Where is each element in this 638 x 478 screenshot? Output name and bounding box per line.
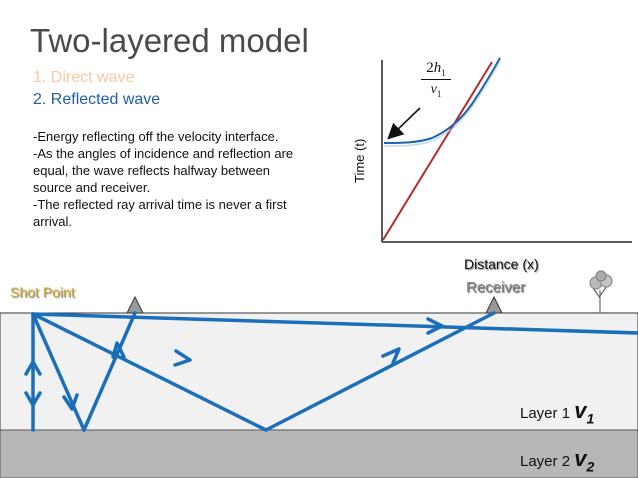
layer-2-region — [0, 429, 638, 478]
formula-h: h — [433, 60, 442, 76]
item-direct-wave: 1. Direct wave — [33, 69, 135, 86]
reflected-ray-up — [264, 311, 496, 432]
intercept-formula: 2h1 v1 — [421, 60, 451, 99]
layer-1-label: Layer 1 v1 — [520, 398, 594, 426]
graph-x-label: Distance (x) — [464, 256, 539, 272]
bullet-line: source and receiver. — [33, 180, 151, 195]
bullet-line: arrival. — [33, 214, 73, 229]
formula-h-sub: 1 — [441, 68, 446, 78]
layer-1-region — [0, 312, 638, 431]
arrowhead-reflect-down — [173, 349, 192, 367]
layer-2-velocity: v — [574, 446, 587, 471]
layer-1-velocity-sub: 1 — [586, 410, 595, 427]
formula-coef: 2 — [426, 60, 434, 76]
direct-wave-line — [382, 61, 493, 241]
reflected-wave-curve — [383, 57, 501, 144]
shot-point-label: Shot Point — [10, 284, 75, 300]
tree-icon — [589, 270, 613, 313]
formula-v-sub: 1 — [436, 88, 442, 99]
layer-2-text: Layer 2 — [520, 453, 571, 470]
bullet-line: -The reflected ray arrival time is never… — [33, 197, 287, 212]
layer-1-text: Layer 1 — [520, 405, 571, 422]
arrowhead-vertical-down — [24, 391, 42, 407]
arrowhead-reflect-up — [381, 347, 401, 365]
layer-2-velocity-sub: 2 — [586, 458, 595, 475]
receiver-marker — [485, 295, 503, 314]
layer-2-label: Layer 2 v2 — [520, 446, 594, 474]
graph-y-label: Time (t) — [352, 138, 367, 183]
bullet-line: -As the angles of incidence and reflecti… — [33, 146, 294, 161]
arrowhead-vertical-up — [24, 360, 42, 376]
reflected-ray-down — [31, 312, 268, 432]
bullet-line: -Energy reflecting off the velocity inte… — [33, 129, 279, 144]
shot-point-marker — [126, 295, 144, 314]
bullet-line: equal, the wave reflects halfway between — [33, 163, 271, 178]
arrowhead-direct — [426, 317, 444, 335]
intercept-arrow — [387, 107, 421, 140]
near-reflection-down — [31, 312, 86, 432]
arrowhead-near-up — [111, 341, 126, 359]
bullet-text: -Energy reflecting off the velocity inte… — [33, 128, 333, 230]
formula-v: v — [430, 82, 437, 97]
layer-1-velocity: v — [574, 398, 587, 423]
near-reflection-up — [82, 311, 137, 432]
arrowhead-near-down — [62, 393, 79, 411]
item-reflected-wave: 2. Reflected wave — [33, 91, 161, 108]
slide-title: Two-layered model — [30, 22, 309, 59]
receiver-label: Receiver — [466, 279, 526, 296]
